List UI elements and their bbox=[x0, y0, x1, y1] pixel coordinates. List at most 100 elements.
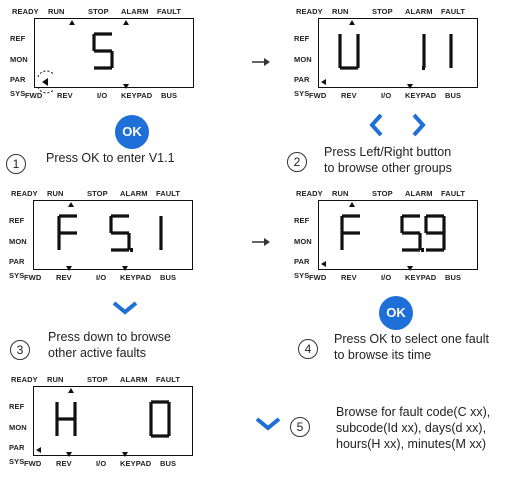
status-label: READY bbox=[296, 189, 323, 198]
lcd-readout bbox=[57, 202, 163, 271]
menu-label: SYS bbox=[294, 271, 310, 280]
source-label: BUS bbox=[445, 91, 462, 100]
indicator-up-icon bbox=[68, 202, 74, 207]
step-caption: Browse for fault code(C xx), subcode(Id … bbox=[336, 404, 490, 452]
caption-line: Press OK to select one fault bbox=[334, 332, 489, 346]
lcd-readout bbox=[69, 20, 129, 89]
step-caption: Press OK to select one fault to browse i… bbox=[334, 331, 489, 363]
status-label: FAULT bbox=[441, 7, 466, 16]
source-label: I/O bbox=[96, 273, 107, 282]
lcd-readout bbox=[321, 202, 446, 271]
step-number: 5 bbox=[290, 417, 310, 437]
source-label: KEYPAD bbox=[120, 273, 152, 282]
source-label: KEYPAD bbox=[405, 91, 437, 100]
status-label: STOP bbox=[372, 7, 393, 16]
menu-label: SYS bbox=[10, 89, 26, 98]
status-label: FAULT bbox=[441, 189, 466, 198]
menu-label: REF bbox=[9, 216, 25, 225]
status-label: RUN bbox=[48, 7, 65, 16]
source-label: I/O bbox=[381, 273, 392, 282]
menu-label: REF bbox=[9, 402, 25, 411]
source-label: KEYPAD bbox=[121, 91, 153, 100]
step-caption: Press Left/Right button to browse other … bbox=[324, 144, 452, 176]
menu-label: SYS bbox=[9, 271, 25, 280]
menu-label: PAR bbox=[294, 257, 310, 266]
indicator-up-icon bbox=[68, 388, 74, 393]
lcd-readout bbox=[36, 388, 171, 457]
indicator-left-icon bbox=[36, 447, 41, 453]
menu-label: MON bbox=[9, 423, 27, 432]
status-label: ALARM bbox=[405, 7, 433, 16]
source-label: REV bbox=[56, 273, 72, 282]
menu-label: REF bbox=[294, 216, 310, 225]
chevron-down-icon[interactable] bbox=[254, 416, 282, 432]
status-label: READY bbox=[296, 7, 323, 16]
source-label: BUS bbox=[160, 459, 177, 468]
step-number: 2 bbox=[287, 152, 307, 172]
status-label: ALARM bbox=[120, 189, 148, 198]
source-label: FWD bbox=[309, 91, 327, 100]
lcd-screen bbox=[318, 200, 478, 270]
step-number: 3 bbox=[10, 340, 30, 360]
menu-label: MON bbox=[294, 55, 312, 64]
status-label: STOP bbox=[372, 189, 393, 198]
caption-line: to browse other groups bbox=[324, 161, 452, 175]
status-label: ALARM bbox=[121, 7, 149, 16]
chevron-left-icon[interactable] bbox=[368, 113, 384, 137]
status-label: ALARM bbox=[405, 189, 433, 198]
status-label: FAULT bbox=[156, 189, 181, 198]
indicator-down-icon bbox=[407, 84, 413, 89]
ok-button[interactable]: OK bbox=[115, 115, 149, 149]
status-label: STOP bbox=[87, 189, 108, 198]
menu-label: SYS bbox=[9, 457, 25, 466]
source-label: KEYPAD bbox=[120, 459, 152, 468]
chevron-right-icon[interactable] bbox=[411, 113, 427, 137]
status-label: FAULT bbox=[156, 375, 181, 384]
lcd-screen bbox=[33, 200, 193, 270]
decimal-point-icon bbox=[130, 248, 133, 252]
source-label: KEYPAD bbox=[405, 273, 437, 282]
source-label: FWD bbox=[24, 459, 42, 468]
chevron-down-icon[interactable] bbox=[111, 300, 139, 316]
status-label: READY bbox=[11, 375, 38, 384]
menu-label: PAR bbox=[10, 75, 26, 84]
indicator-left-icon bbox=[321, 261, 326, 267]
source-label: BUS bbox=[160, 273, 177, 282]
source-label: BUS bbox=[445, 273, 462, 282]
indicator-down-icon bbox=[122, 452, 128, 457]
arrow-right-icon bbox=[252, 238, 270, 246]
ok-button[interactable]: OK bbox=[379, 296, 413, 330]
caption-line: hours(H xx), minutes(M xx) bbox=[336, 437, 487, 451]
status-label: RUN bbox=[47, 375, 64, 384]
status-label: RUN bbox=[332, 189, 349, 198]
step-number: 4 bbox=[298, 339, 318, 359]
status-label: RUN bbox=[47, 189, 64, 198]
status-label: STOP bbox=[88, 7, 109, 16]
caption-line: Press OK to enter V1.1 bbox=[46, 151, 175, 165]
indicator-up-icon bbox=[69, 20, 75, 25]
menu-label: MON bbox=[294, 237, 312, 246]
menu-label: PAR bbox=[9, 443, 25, 452]
caption-line: Press Left/Right button bbox=[324, 145, 452, 159]
status-labels-top: READY RUN STOP ALARM FAULT bbox=[292, 189, 472, 201]
menu-label: REF bbox=[10, 34, 26, 43]
step-number: 1 bbox=[6, 154, 26, 174]
indicator-down-icon bbox=[66, 266, 72, 271]
lcd-screen bbox=[33, 386, 193, 456]
menu-label: MON bbox=[9, 237, 27, 246]
menu-label: MON bbox=[10, 55, 28, 64]
indicator-down-icon bbox=[407, 266, 413, 271]
status-label: FAULT bbox=[157, 7, 182, 16]
caption-line: Press down to browse bbox=[48, 330, 171, 344]
source-label: FWD bbox=[25, 91, 43, 100]
status-label: STOP bbox=[87, 375, 108, 384]
source-label: BUS bbox=[161, 91, 178, 100]
